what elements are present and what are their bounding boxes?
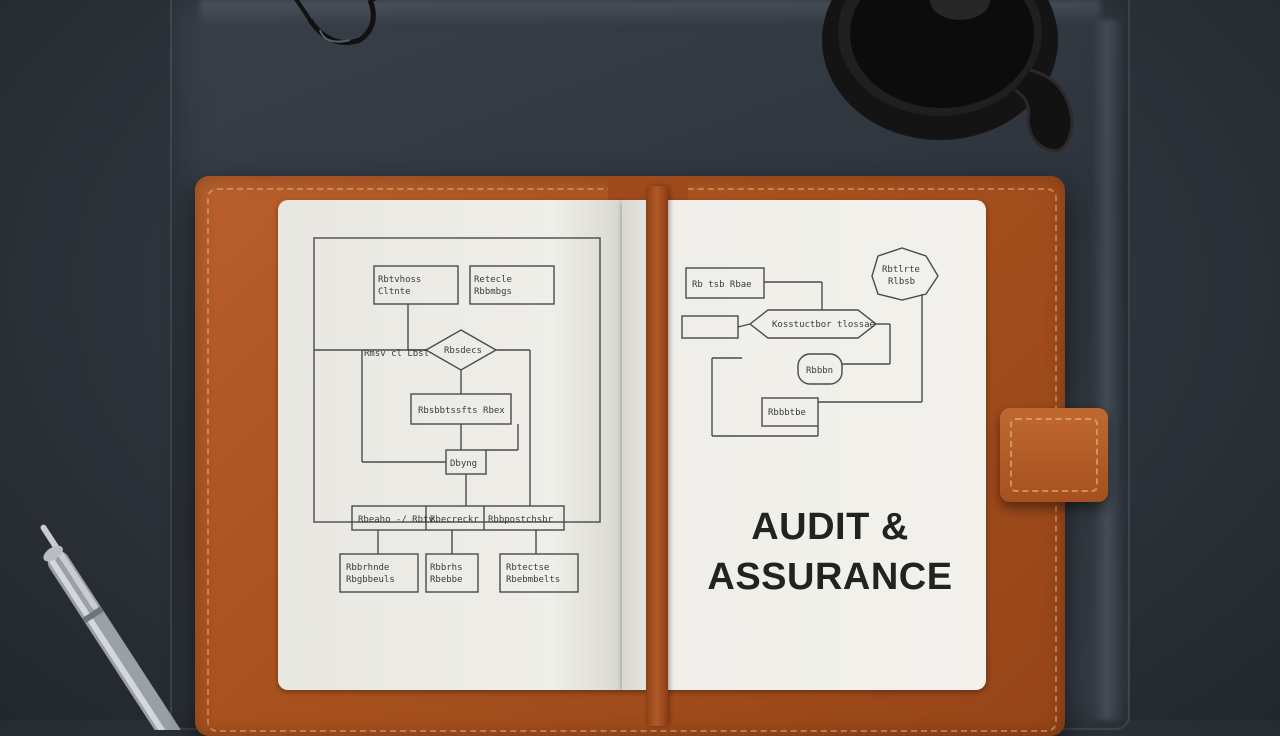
svg-text:Rbbmbgs: Rbbmbgs — [474, 287, 512, 297]
title-line-2: ASSURANCE — [707, 556, 953, 598]
slate-right-edge — [1092, 20, 1122, 720]
eyeglasses-icon — [294, 0, 378, 45]
flow-box-3-label: Rbsbbtssfts Rbex — [418, 406, 505, 416]
flow-box-9-label: Rbbrhs — [430, 563, 463, 573]
right-flow-box-5-label: Rbbbtbe — [768, 408, 806, 418]
svg-text:Rlbsb: Rlbsb — [888, 277, 915, 287]
right-flow-box-3-label: Rbtlrte — [882, 265, 920, 275]
svg-text:Rbgbbeuls: Rbgbbeuls — [346, 575, 395, 585]
right-page-flowchart: Rb tsb Rbae Kosstuctbor tlossae Rbtlrte … — [681, 247, 939, 437]
flow-box-2-label: Retecle — [474, 275, 512, 285]
left-page — [278, 200, 622, 690]
flow-box-4-label: Dbyng — [450, 459, 477, 469]
svg-text:Cltnte: Cltnte — [378, 287, 411, 297]
coffee-mug-icon — [822, 0, 1074, 153]
notebook-closure-tab — [1000, 408, 1108, 502]
bookmark-ribbon-icon — [646, 186, 668, 726]
flow-box-7-label: Rbbpostchsbr — [488, 515, 554, 525]
pen-icon — [40, 524, 184, 730]
flow-box-6-label: Rbecreckr — [430, 515, 479, 525]
title-line-1: AUDIT & — [751, 506, 909, 548]
svg-text:Rbebmbelts: Rbebmbelts — [506, 575, 560, 585]
flow-side-label: Rmsv cl Lbsl — [364, 349, 429, 359]
right-flow-box-4-label: Rbbbn — [806, 366, 833, 376]
flow-diamond-label: Rbsdecs — [444, 346, 482, 356]
notebook-title: AUDIT & ASSURANCE — [690, 502, 970, 602]
flow-box-8-label: Rbbrhnde — [346, 563, 389, 573]
flow-box-1-label: Rbtvhoss — [378, 275, 421, 285]
right-flow-box-2-label: Kosstuctbor tlossae — [772, 320, 875, 330]
flow-box-10-label: Rbtectse — [506, 563, 549, 573]
right-flow-box-1-label: Rb tsb Rbae — [692, 280, 752, 290]
svg-text:Rbebbe: Rbebbe — [430, 575, 463, 585]
left-page-flowchart: Rbtvhoss Cltnte Retecle Rbbmbgs Rbsdecs … — [313, 237, 601, 593]
flow-box-5-label: Rbeaho -/ Rbtv — [358, 515, 434, 525]
